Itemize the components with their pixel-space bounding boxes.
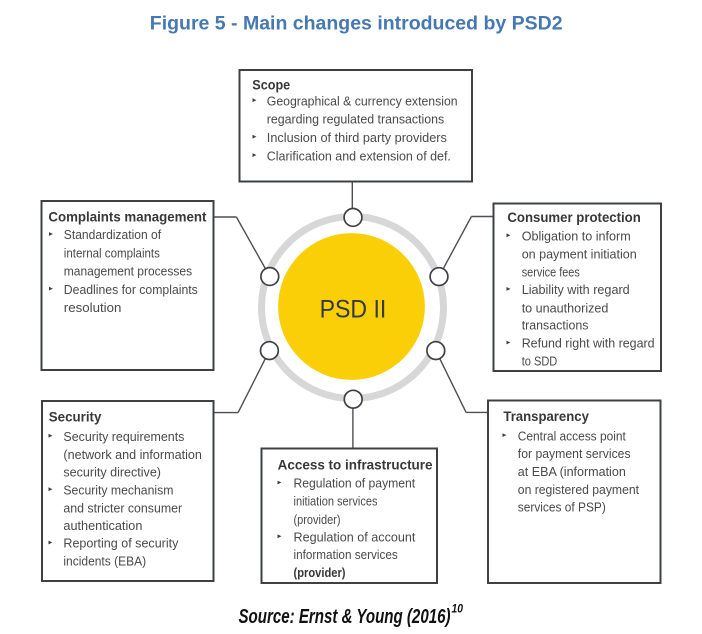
svg-text:Geographical & currency extens: Geographical & currency extension <box>267 93 458 108</box>
svg-text:Regulation of payment: Regulation of payment <box>294 476 416 491</box>
svg-text:incidents (EBA): incidents (EBA) <box>63 554 146 569</box>
svg-text:resolution: resolution <box>64 300 122 315</box>
svg-text:Deadlines for complaints: Deadlines for complaints <box>64 282 198 297</box>
svg-text:(provider): (provider) <box>294 512 341 527</box>
svg-text:Central access point: Central access point <box>518 428 626 443</box>
svg-text:(provider): (provider) <box>294 565 346 580</box>
svg-text:Security mechanism: Security mechanism <box>63 482 173 497</box>
svg-text:Figure 5 - Main changes introd: Figure 5 - Main changes introduced by PS… <box>150 14 563 35</box>
svg-text:for payment services: for payment services <box>518 446 631 461</box>
svg-text:initiation services: initiation services <box>294 494 378 509</box>
svg-text:Complaints management: Complaints management <box>48 209 207 224</box>
svg-text:Clarification and extension of: Clarification and extension of def. <box>267 148 451 163</box>
svg-text:Standardization of: Standardization of <box>64 227 162 242</box>
svg-text:and stricter consumer: and stricter consumer <box>63 500 182 515</box>
svg-text:on registered payment: on registered payment <box>518 482 640 497</box>
svg-text:Reporting of security: Reporting of security <box>63 536 178 551</box>
svg-text:at EBA (information: at EBA (information <box>518 464 626 479</box>
svg-text:Refund right with regard: Refund right with regard <box>522 336 655 351</box>
svg-text:Security: Security <box>49 409 102 424</box>
svg-text:Consumer protection: Consumer protection <box>507 210 640 225</box>
svg-text:regarding regulated transactio: regarding regulated transactions <box>267 112 445 127</box>
svg-text:Security requirements: Security requirements <box>63 429 184 444</box>
svg-text:Access to infrastructure: Access to infrastructure <box>278 458 433 473</box>
svg-text:Source: Ernst & Young (2016): Source: Ernst & Young (2016) <box>239 606 451 628</box>
svg-text:to unauthorized: to unauthorized <box>522 300 609 315</box>
svg-text:to SDD: to SDD <box>522 353 558 368</box>
svg-text:authentication: authentication <box>63 518 142 533</box>
svg-text:management processes: management processes <box>64 264 193 279</box>
svg-text:Regulation of account: Regulation of account <box>294 530 416 545</box>
svg-text:services of PSP): services of PSP) <box>518 500 606 515</box>
svg-text:internal complaints: internal complaints <box>64 245 160 260</box>
svg-text:service fees: service fees <box>522 265 580 280</box>
svg-text:on payment initiation: on payment initiation <box>522 247 637 262</box>
svg-text:Transparency: Transparency <box>503 409 589 424</box>
svg-text:PSD II: PSD II <box>320 297 387 324</box>
svg-text:information services: information services <box>294 547 399 562</box>
svg-text:(network and information: (network and information <box>63 447 202 462</box>
svg-text:transactions: transactions <box>522 318 589 333</box>
svg-text:security directive): security directive) <box>63 465 161 480</box>
svg-text:10: 10 <box>452 602 464 616</box>
svg-text:Obligation to inform: Obligation to inform <box>522 229 631 244</box>
svg-text:Scope: Scope <box>252 77 290 92</box>
svg-text:Liability with regard: Liability with regard <box>522 282 630 297</box>
svg-text:Inclusion of third party provi: Inclusion of third party providers <box>267 130 447 145</box>
